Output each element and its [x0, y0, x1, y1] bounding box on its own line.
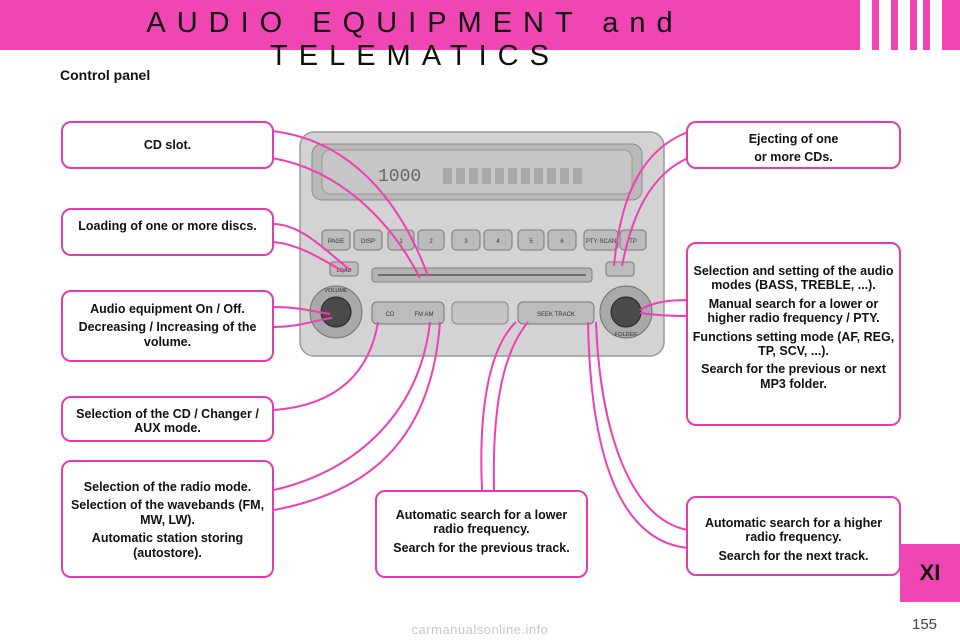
callout-text: Ejecting of one — [748, 132, 839, 146]
callout-cd-mode: Selection of the CD / Changer / AUX mode… — [61, 396, 274, 442]
callout-text: Selection of the CD / Changer / AUX mode… — [76, 407, 259, 436]
callout-text: Search for the next track. — [718, 548, 869, 563]
load-button-shape — [329, 261, 359, 277]
top-button-label: PAGE — [328, 239, 344, 245]
watermark: carmanualsonline.info — [411, 622, 549, 637]
folder-knob — [610, 296, 642, 328]
top-button-label: 5 — [529, 239, 533, 245]
callout-text: Loading of one or more discs. — [78, 219, 257, 233]
volume-knob-label: VOLUME — [324, 288, 348, 294]
callout-text: Selection of the radio mode. — [83, 480, 252, 494]
header-bar: AUDIO EQUIPMENT and TELEMATICS — [0, 0, 960, 72]
eject-button-shape — [605, 261, 635, 277]
callout-search-higher: Automatic search for a higher radio freq… — [686, 496, 901, 576]
top-button-label: TP — [629, 239, 637, 245]
callout-text: Automatic station storing (autostore). — [91, 531, 244, 560]
display-readout: 1000 — [378, 167, 421, 187]
callout-text: Decreasing / Increasing of the volume. — [78, 320, 257, 349]
top-button-label: PTY·SCAN — [586, 239, 616, 245]
leader-lines — [271, 130, 689, 549]
cd-fm-button-group — [371, 301, 445, 325]
fm-am-button-label: FM AM — [415, 312, 434, 318]
callout-text: Manual search for a lower or higher radi… — [707, 296, 880, 326]
top-button-label: 6 — [560, 239, 564, 245]
page-title: AUDIO EQUIPMENT and TELEMATICS — [146, 7, 684, 72]
callout-text: Functions setting mode (AF, REG, TP, SCV… — [692, 329, 895, 358]
callout-search-lower: Automatic search for a lower radio frequ… — [375, 490, 588, 578]
callout-loading: Loading of one or more discs. — [61, 208, 274, 256]
page-number: 155 — [912, 616, 938, 633]
cd-button-label: CD — [386, 312, 395, 318]
callout-text: Automatic search for a lower radio frequ… — [395, 508, 568, 537]
top-button-label: 4 — [496, 239, 500, 245]
callout-text: Audio equipment On / Off. — [90, 302, 245, 316]
callout-selection-setting: Selection and setting of the audio modes… — [686, 242, 901, 426]
callout-text: Search for the previous or next MP3 fold… — [701, 362, 886, 391]
volume-knob — [320, 296, 352, 328]
display-segments — [443, 168, 582, 184]
seek-button-group — [517, 301, 595, 325]
callout-radio-mode: Selection of the radio mode. Selection o… — [61, 460, 274, 578]
callout-eject: Ejecting of one or more CDs. — [686, 121, 901, 169]
section-heading: Control panel — [60, 67, 151, 83]
chapter-tab[interactable]: XI — [900, 544, 960, 602]
top-button-labels: PAGE DISP 1 2 3 4 5 6 PTY·SCAN TP — [328, 239, 637, 245]
folder-knob-label: FOLDER — [615, 332, 637, 338]
top-button-label: 2 — [429, 239, 433, 245]
top-button-label: 3 — [464, 239, 468, 245]
callout-audio-on: Audio equipment On / Off. Decreasing / I… — [61, 290, 274, 362]
top-button-label: DISP — [361, 239, 375, 245]
seek-button-label: SEEK TRACK — [537, 312, 575, 318]
callout-text: or more CDs. — [754, 150, 833, 165]
top-button-label: 1 — [399, 239, 403, 245]
callout-text: Selection and setting of the audio modes… — [693, 264, 894, 293]
header-stripes — [860, 0, 942, 50]
callout-text: Search for the previous track. — [393, 540, 570, 555]
callout-text: Selection of the wavebands (FM, MW, LW). — [70, 498, 265, 527]
callout-cd-slot: CD slot. — [61, 121, 274, 169]
callout-text: CD slot. — [143, 138, 192, 152]
blank-button — [451, 301, 509, 325]
callout-text: Automatic search for a higher radio freq… — [704, 516, 883, 545]
